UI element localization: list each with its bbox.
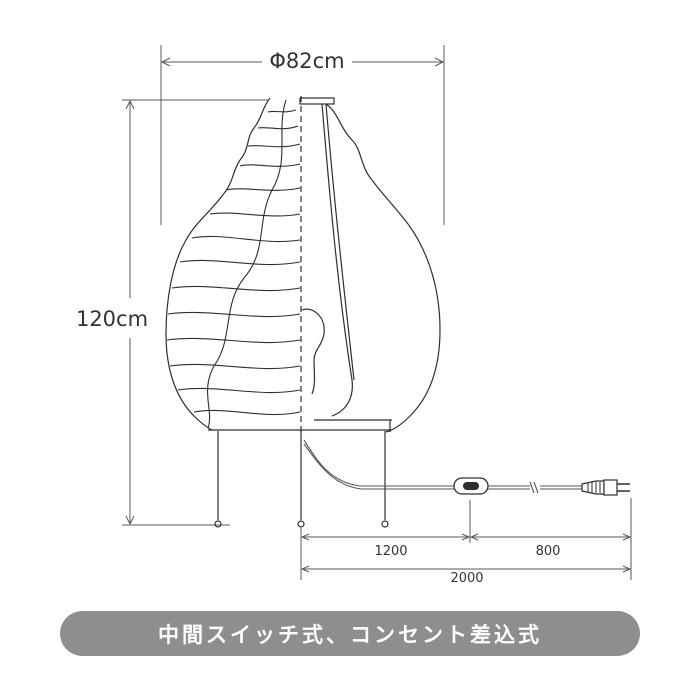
caption-banner: 中間スイッチ式、コンセント差込式 — [60, 611, 640, 656]
caption-text: 中間スイッチ式、コンセント差込式 — [158, 622, 542, 647]
cord-segment-2-label: 800 — [536, 544, 561, 559]
cord-length-dimension: 1200 800 2000 — [300, 498, 632, 586]
lamp-legs — [214, 431, 389, 528]
lamp-shade — [165, 96, 441, 433]
height-label: 120cm — [76, 307, 148, 331]
plug-icon — [581, 479, 630, 496]
width-dimension: Φ82cm — [160, 45, 445, 225]
cord-segment-1-label: 1200 — [374, 544, 407, 559]
diameter-label: Φ82cm — [269, 49, 344, 73]
power-cord — [303, 439, 630, 496]
cord-total-label: 2000 — [450, 571, 483, 586]
height-dimension: 120cm — [76, 99, 268, 526]
